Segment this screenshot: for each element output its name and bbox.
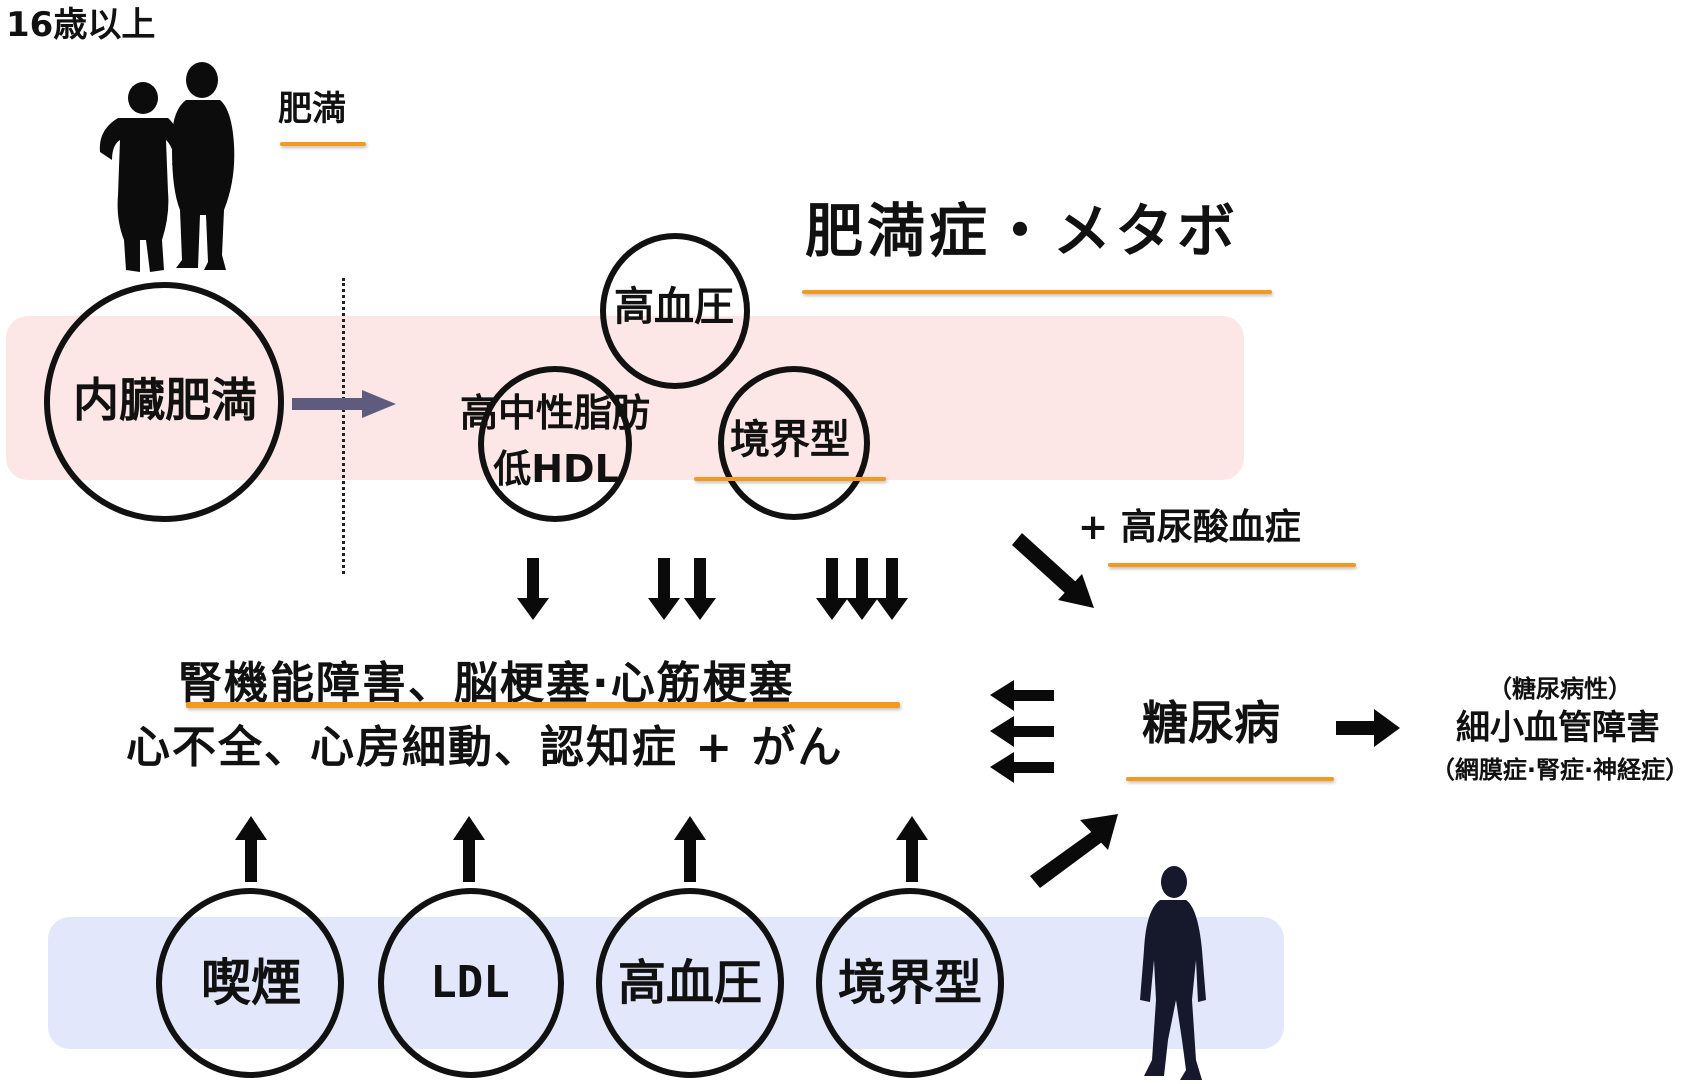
hypertension-circle-bottom — [596, 888, 784, 1078]
dyslipidemia-label-line1: 高中性脂肪 — [459, 391, 651, 435]
dyslipidemia-label-line2: 低HDL — [493, 447, 619, 491]
hyperuricemia-label: + 高尿酸血症 — [1078, 507, 1301, 548]
outcomes-line2: 心不全、心房細動、認知症 + がん — [126, 722, 844, 773]
up-arrow-ldl — [453, 816, 485, 882]
smoking-label: 喫煙 — [201, 954, 301, 1012]
visceral-fat-label: 内臓肥満 — [73, 373, 257, 427]
diagonal-arrow-up-right — [1030, 814, 1118, 888]
up-arrow-borderline — [896, 816, 928, 882]
left-arrows-triple — [990, 680, 1054, 783]
obesity-syndrome-underline — [802, 290, 1272, 294]
age-label: 16歳以上 — [6, 5, 156, 45]
borderline-circle-bottom — [816, 888, 1004, 1078]
hypertension-label-top: 高血圧 — [614, 284, 734, 330]
divider-line — [342, 278, 345, 574]
obesity-syndrome-title: 肥満症・メタボ — [805, 197, 1240, 265]
microvascular-suffix: （網膜症·腎症·神経症） — [1430, 756, 1690, 784]
right-arrow-microvascular — [1336, 709, 1400, 747]
down-arrow-triple — [816, 558, 908, 620]
ldl-circle — [378, 888, 564, 1078]
outcomes-underline — [186, 702, 900, 708]
obesity-label: 肥満 — [278, 89, 346, 129]
borderline-label-top: 境界型 — [730, 417, 850, 463]
up-arrow-hypertension — [674, 816, 706, 882]
hypertension-label-bottom: 高血圧 — [617, 955, 763, 1011]
visceral-fat-circle — [44, 282, 284, 522]
outcomes-line1: 腎機能障害、脳梗塞·心筋梗塞 — [178, 658, 795, 709]
diabetes-label: 糖尿病 — [1142, 696, 1280, 750]
hypertension-circle-top — [600, 233, 750, 389]
smoking-circle — [156, 888, 344, 1078]
hyperuricemia-underline — [1108, 563, 1356, 567]
up-arrow-smoking — [235, 816, 267, 882]
microvascular-title: 細小血管障害 — [1456, 708, 1660, 748]
diagonal-arrow-down-right — [1012, 533, 1094, 608]
obesity-underline — [280, 142, 366, 146]
dyslipidemia-circle — [478, 366, 632, 522]
diabetes-underline — [1126, 777, 1334, 781]
microvascular-prefix: （糖尿病性） — [1488, 675, 1632, 703]
borderline-label-bottom: 境界型 — [837, 955, 983, 1011]
down-arrow-double — [648, 558, 716, 620]
borderline-circle-top — [718, 366, 870, 520]
borderline-underline-top — [694, 477, 886, 481]
down-arrow-single — [517, 558, 549, 620]
ldl-label: LDL — [430, 957, 510, 1008]
